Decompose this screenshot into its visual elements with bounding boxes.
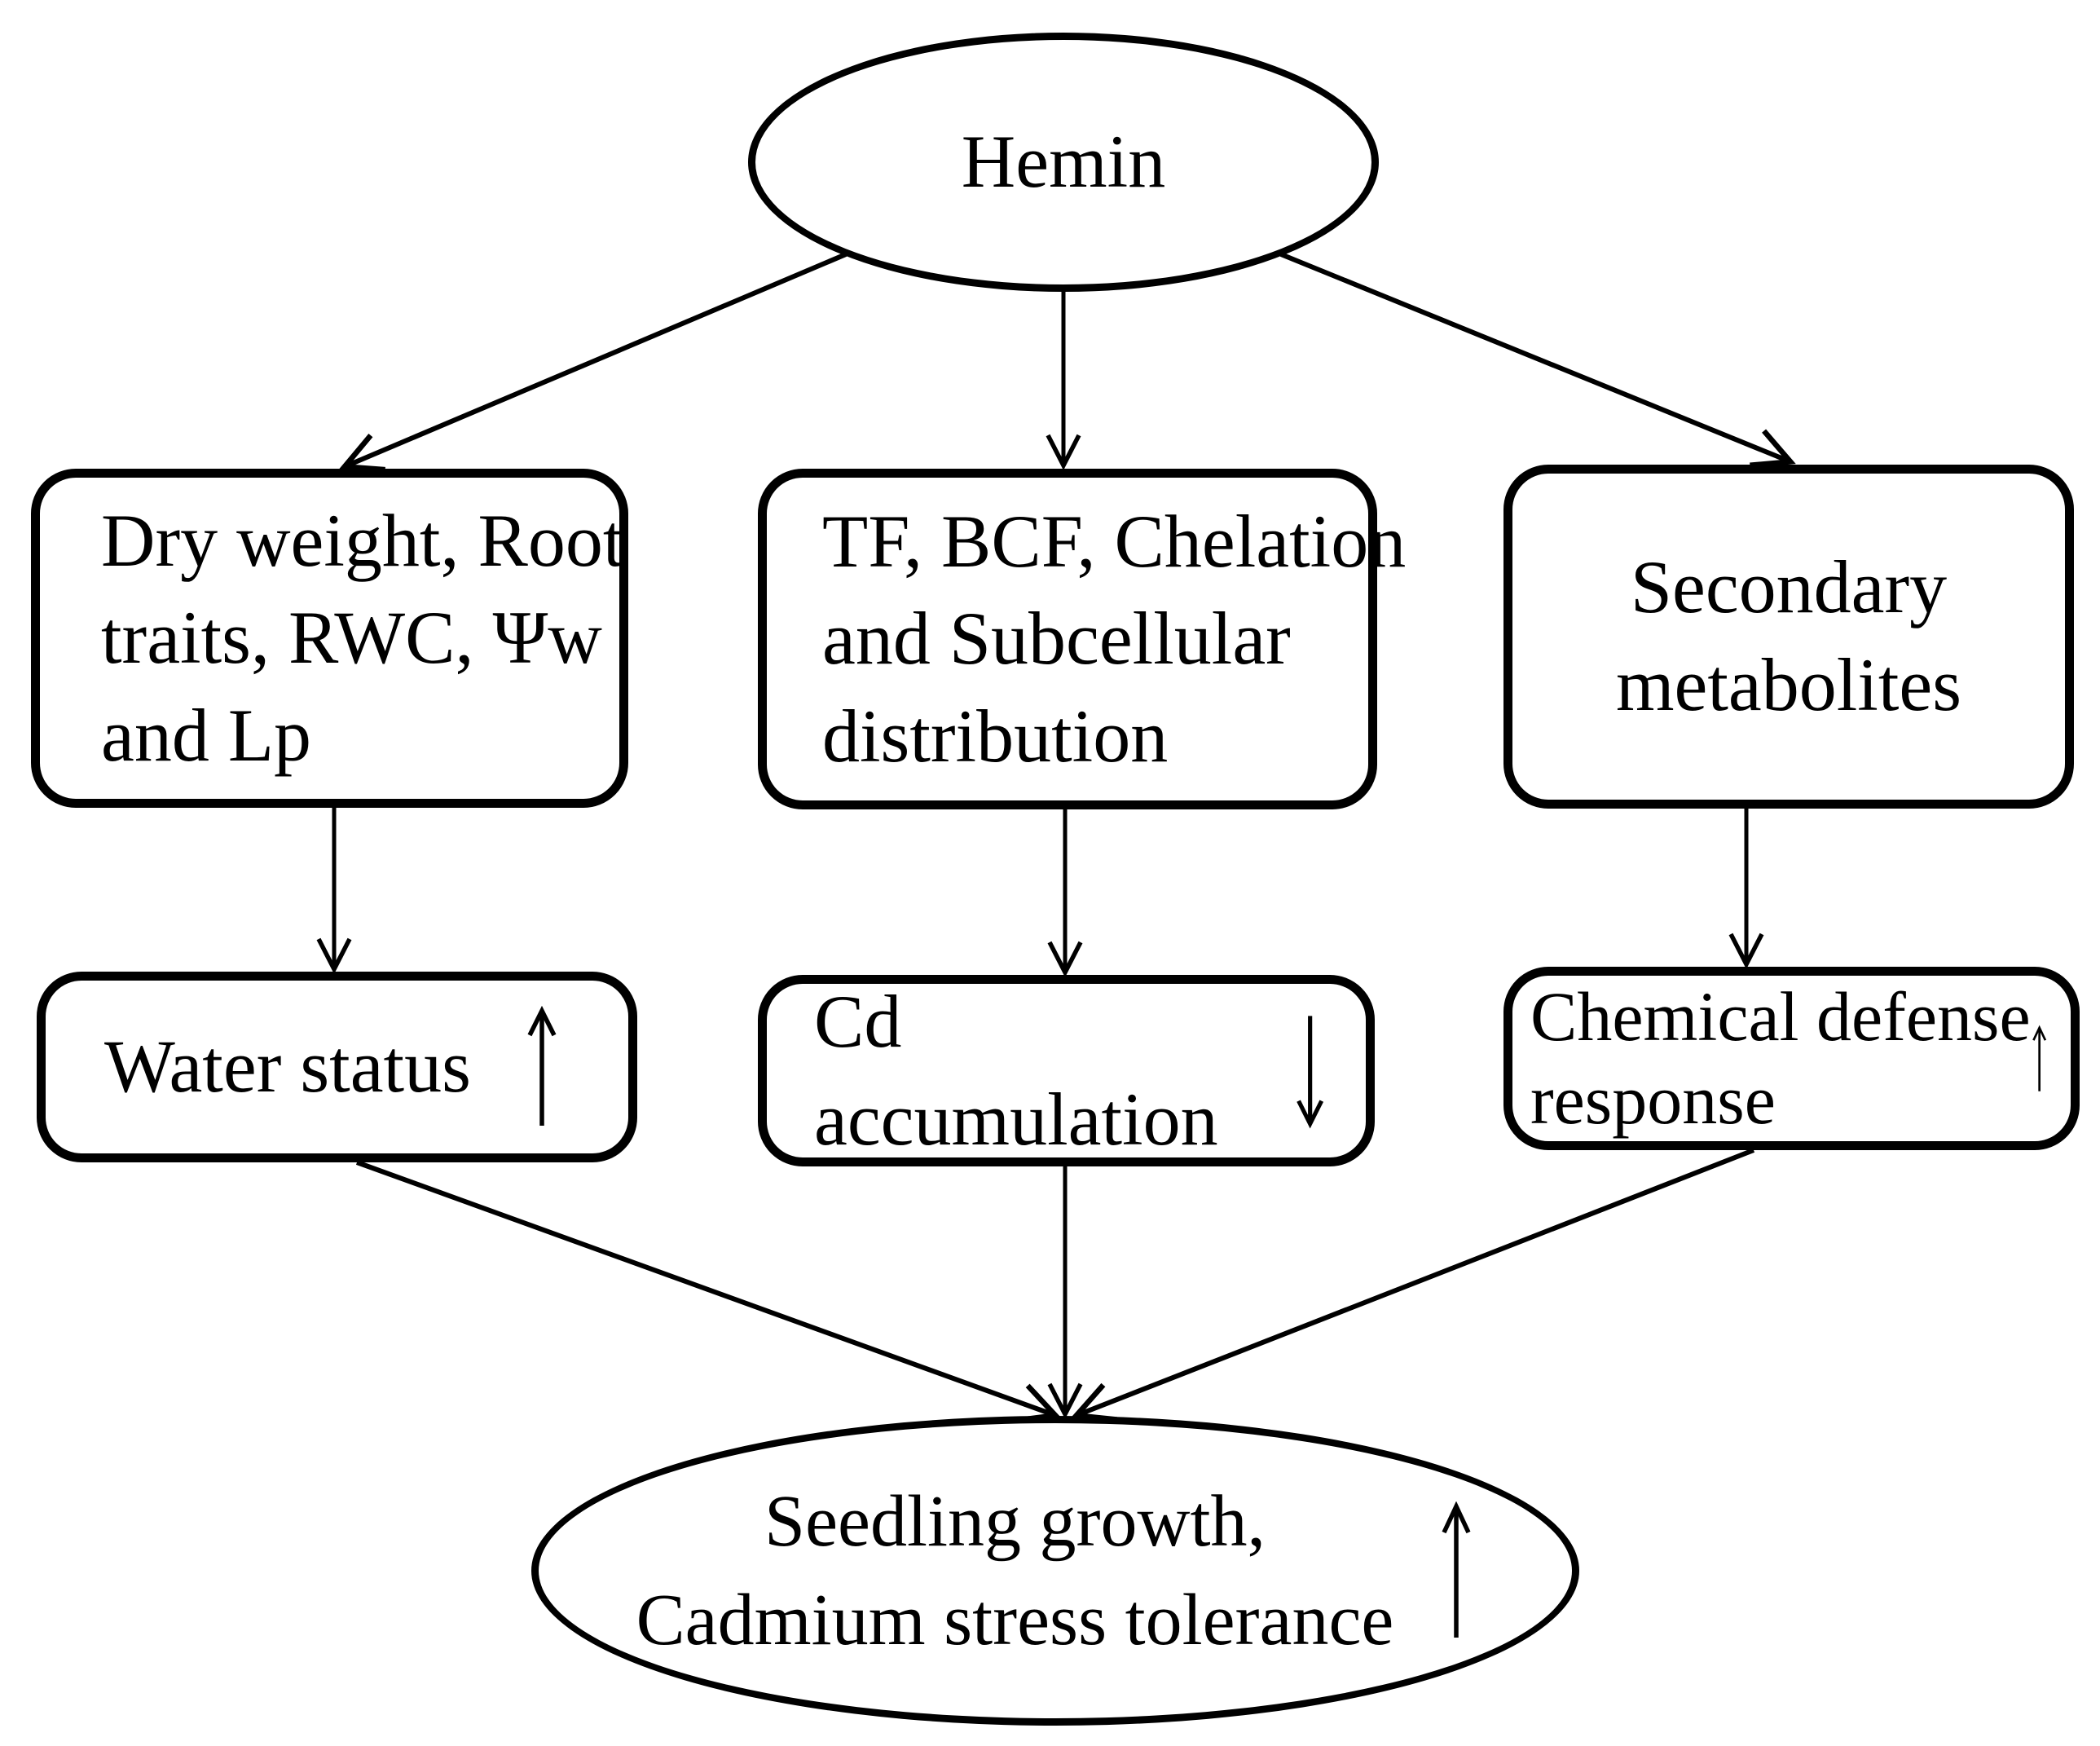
node-hemin-label: Hemin (961, 120, 1166, 204)
node-tf-bcf-chelation: TF, BCF, Chelation and Subcellular distr… (758, 469, 1406, 809)
label-line: Seedling growth, (764, 1480, 1266, 1562)
node-cd-accumulation: Cd accumulation (758, 975, 1375, 1166)
node-seedling-growth-tolerance-label: Seedling growth, Cadmium stress toleranc… (636, 1472, 1394, 1670)
down-arrow-icon (1296, 1015, 1323, 1129)
edge-chemical-defense-to-outcome (1071, 1148, 1755, 1422)
label-line: Dry weight, Root (101, 498, 624, 582)
node-secondary-metabolites-label: Secondary metabolites (1616, 539, 1961, 734)
up-arrow-icon (527, 1006, 557, 1126)
label-line: Chemical defense (1530, 977, 2031, 1056)
node-water-status-label: Water status (104, 1025, 471, 1109)
edge-hemin-to-secondary-metabolites (1279, 252, 1796, 469)
node-secondary-metabolites: Secondary metabolites (1503, 465, 2074, 809)
label-line: traits, RWC, Ψw (101, 596, 602, 680)
label-line: Cadmium stress tolerance (636, 1580, 1394, 1660)
up-arrow-icon (2032, 1025, 2046, 1091)
label-line: distribution (822, 694, 1169, 778)
label-line: and Lp (101, 693, 312, 777)
node-tf-bcf-chelation-label: TF, BCF, Chelation and Subcellular distr… (822, 493, 1406, 786)
node-chemical-defense-label: Chemical defense response (1530, 976, 2031, 1141)
label-line: and Subcellular (822, 597, 1291, 681)
node-hemin: Hemin (748, 33, 1379, 292)
label-line: metabolites (1615, 643, 1962, 726)
node-seedling-growth-tolerance: Seedling growth, Cadmium stress toleranc… (531, 1416, 1579, 1726)
node-water-status: Water status (37, 972, 637, 1162)
edge-water-status-to-outcome (355, 1160, 1061, 1424)
node-dry-weight-root-traits: Dry weight, Root traits, RWC, Ψw and Lp (31, 469, 628, 808)
up-arrow-icon (1442, 1501, 1471, 1638)
label-line: Secondary (1630, 545, 1948, 629)
node-dry-weight-root-traits-label: Dry weight, Root traits, RWC, Ψw and Lp (101, 492, 623, 785)
edge-hemin-to-dry-weight (339, 252, 847, 473)
label-line: response (1530, 1060, 1776, 1139)
node-chemical-defense: Chemical defense response (1503, 967, 2080, 1150)
label-line: TF, BCF, Chelation (822, 499, 1407, 583)
node-cd-accumulation-label: Cd accumulation (814, 979, 1218, 1161)
